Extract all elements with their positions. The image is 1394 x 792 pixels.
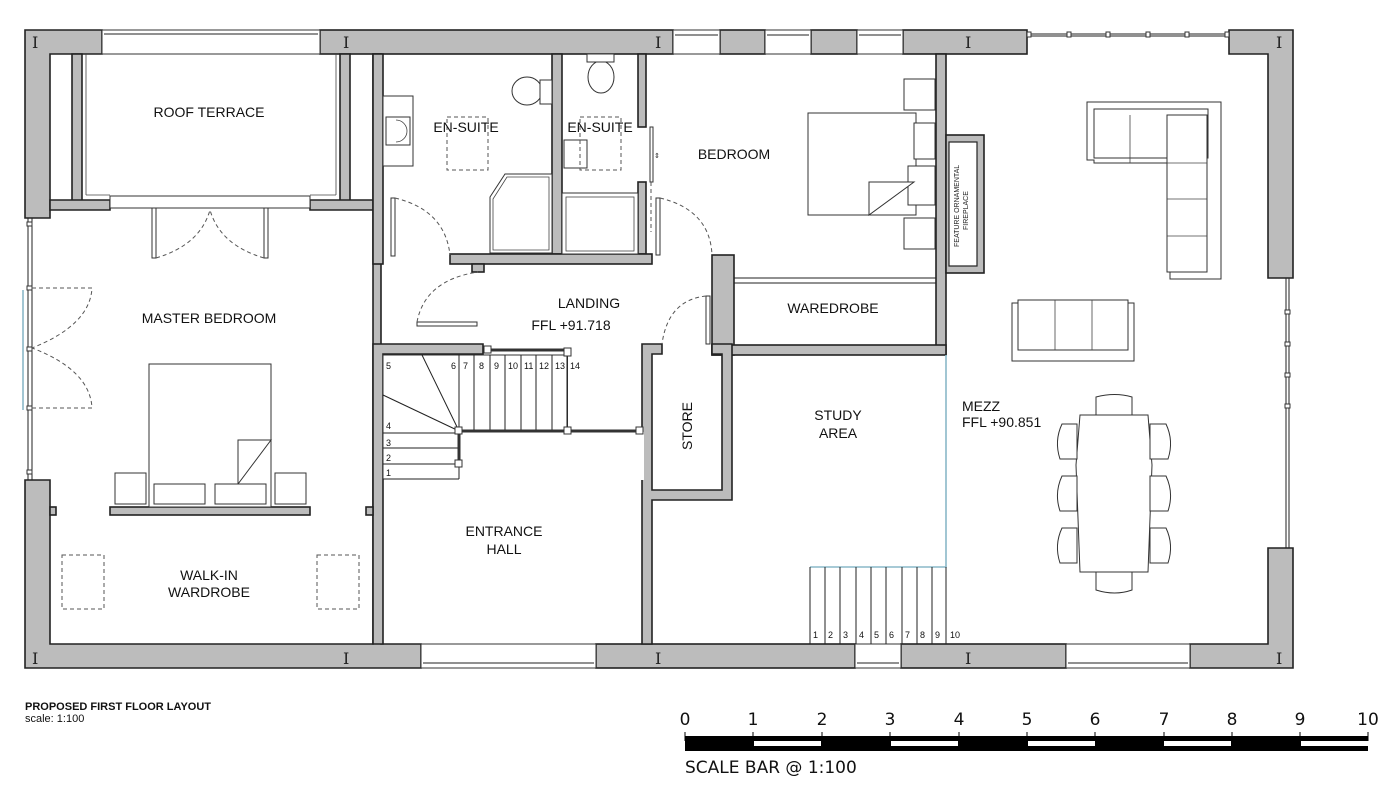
label-study-2: AREA <box>819 425 858 441</box>
label-ensuite-1: EN-SUITE <box>433 119 498 135</box>
svg-text:4: 4 <box>386 421 391 431</box>
svg-text:8: 8 <box>1227 710 1238 730</box>
label-walkin-1: WALK-IN <box>180 567 238 583</box>
label-master-bedroom: MASTER BEDROOM <box>142 310 277 326</box>
svg-text:I: I <box>655 649 661 668</box>
windows <box>22 29 1291 669</box>
label-ensuite-2: EN-SUITE <box>567 119 632 135</box>
svg-text:1: 1 <box>386 468 391 478</box>
internal-walls <box>49 53 985 645</box>
svg-text:I: I <box>965 649 971 668</box>
furniture <box>61 53 1222 610</box>
svg-text:I: I <box>1276 649 1282 668</box>
svg-text:10: 10 <box>950 630 960 640</box>
main-stair: 1 2 3 4 5 6 7 8 9 10 11 12 13 14 <box>382 345 644 480</box>
label-landing: LANDING <box>558 295 620 311</box>
svg-text:10: 10 <box>508 361 518 371</box>
label-landing-ffl: FFL +91.718 <box>531 317 610 333</box>
label-study-1: STUDY <box>814 407 862 423</box>
svg-text:3: 3 <box>843 630 848 640</box>
label-entrance-2: HALL <box>486 541 521 557</box>
scale-bar-caption: SCALE BAR @ 1:100 <box>685 758 857 778</box>
label-store: STORE <box>679 402 695 450</box>
svg-text:14: 14 <box>570 361 580 371</box>
title-block: PROPOSED FIRST FLOOR LAYOUT scale: 1:100 <box>25 701 211 725</box>
svg-text:I: I <box>965 33 971 52</box>
label-roof-terrace: ROOF TERRACE <box>154 104 265 120</box>
label-walkin-2: WARDROBE <box>168 584 250 600</box>
drawing-title: PROPOSED FIRST FLOOR LAYOUT <box>25 701 211 713</box>
svg-text:13: 13 <box>555 361 565 371</box>
svg-text:8: 8 <box>920 630 925 640</box>
svg-text:5: 5 <box>1022 710 1033 730</box>
svg-text:8: 8 <box>479 361 484 371</box>
svg-text:I: I <box>1276 33 1282 52</box>
svg-text:4: 4 <box>954 710 965 730</box>
svg-text:11: 11 <box>524 361 533 371</box>
svg-text:6: 6 <box>451 361 456 371</box>
svg-text:5: 5 <box>874 630 879 640</box>
svg-text:I: I <box>343 33 349 52</box>
svg-text:1: 1 <box>748 710 759 730</box>
label-mezz: MEZZ <box>962 398 1001 414</box>
label-bedroom: BEDROOM <box>698 146 770 162</box>
svg-text:7: 7 <box>463 361 468 371</box>
svg-text:3: 3 <box>885 710 896 730</box>
doors: ⇕ <box>31 126 713 409</box>
svg-text:3: 3 <box>386 438 391 448</box>
drawing-scale: scale: 1:100 <box>25 713 85 725</box>
scale-bar: 0 1 2 3 4 5 6 7 8 9 10 <box>680 710 1379 751</box>
svg-text:5: 5 <box>386 361 391 371</box>
svg-text:I: I <box>32 33 38 52</box>
svg-text:12: 12 <box>539 361 549 371</box>
svg-text:9: 9 <box>494 361 499 371</box>
label-fireplace-1: FEATURE ORNAMENTAL <box>954 165 961 247</box>
floor-plan: I I I I I I I I I I ⇕ <box>22 29 1294 669</box>
beam-markers: I I I I I I I I I I <box>32 33 1282 668</box>
svg-text:0: 0 <box>680 710 690 730</box>
svg-text:2: 2 <box>817 710 828 730</box>
svg-text:7: 7 <box>1159 710 1170 730</box>
label-waredrobe: WAREDROBE <box>787 300 878 316</box>
svg-text:I: I <box>655 33 661 52</box>
svg-text:4: 4 <box>859 630 864 640</box>
label-fireplace-2: FIREPLACE <box>963 191 970 230</box>
label-entrance-1: ENTRANCE <box>465 523 542 539</box>
svg-text:6: 6 <box>1090 710 1101 730</box>
svg-text:I: I <box>32 649 38 668</box>
svg-text:1: 1 <box>813 630 818 640</box>
room-labels: ROOF TERRACE EN-SUITE EN-SUITE BEDROOM M… <box>142 104 1042 600</box>
mezz-stair: 1 2 3 4 5 6 7 8 9 10 <box>809 567 960 644</box>
svg-text:2: 2 <box>386 453 391 463</box>
svg-text:2: 2 <box>828 630 833 640</box>
svg-text:9: 9 <box>935 630 940 640</box>
svg-text:6: 6 <box>889 630 894 640</box>
label-mezz-ffl: FFL +90.851 <box>962 414 1041 430</box>
svg-text:9: 9 <box>1295 710 1306 730</box>
svg-text:7: 7 <box>905 630 910 640</box>
svg-text:⇕: ⇕ <box>654 152 660 160</box>
svg-text:10: 10 <box>1357 710 1379 730</box>
svg-text:I: I <box>343 649 349 668</box>
